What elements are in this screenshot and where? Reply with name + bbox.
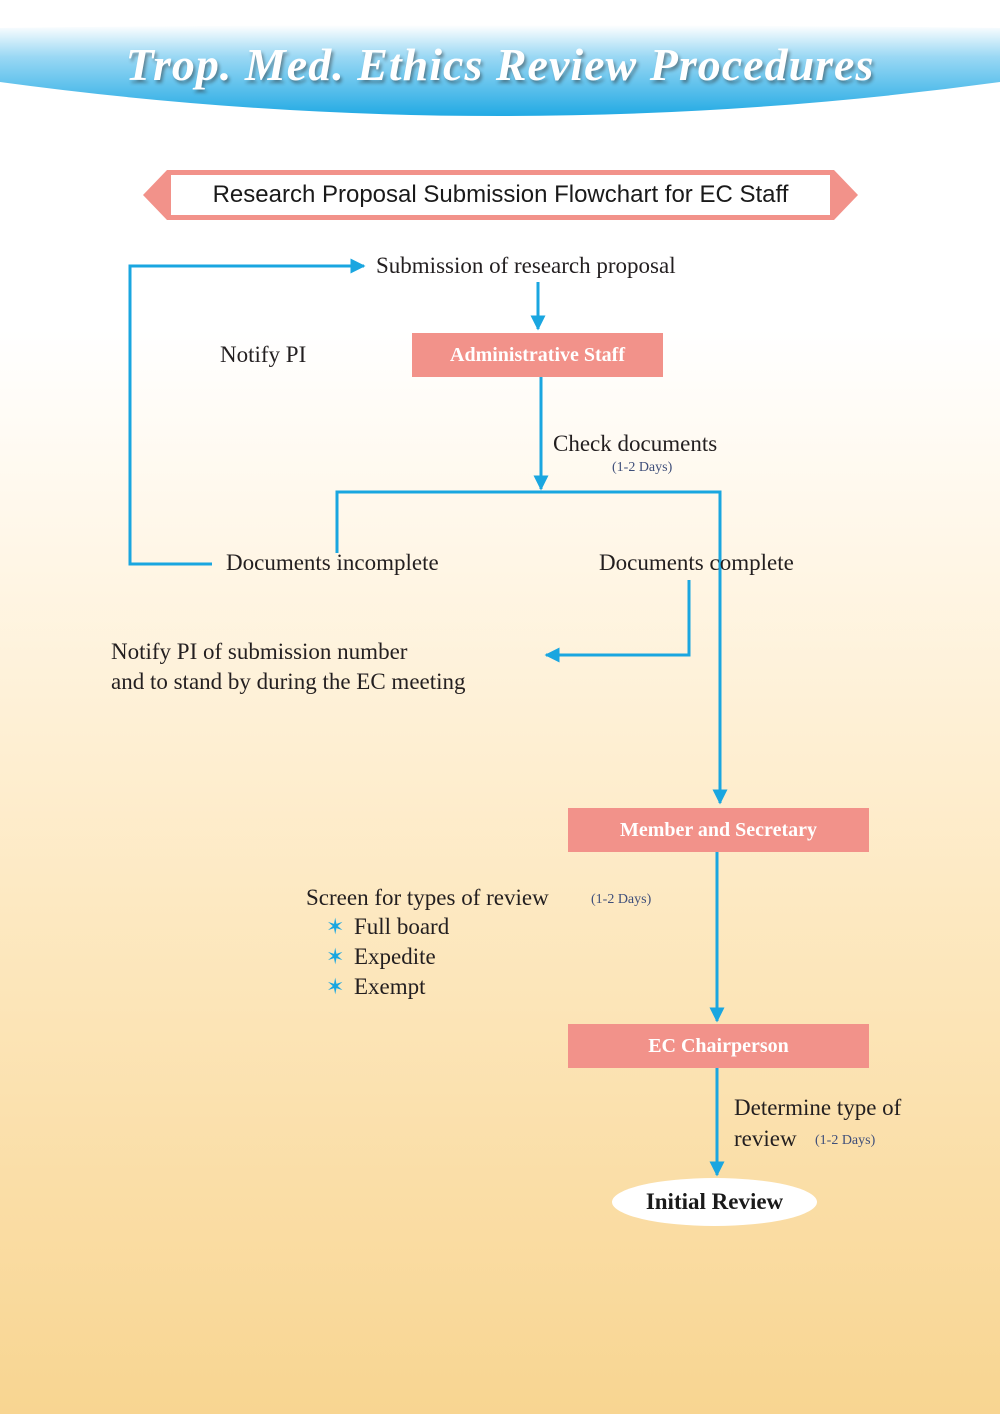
determine-type-duration: (1-2 Days) — [815, 1133, 876, 1148]
star-bullet-icon: ✶ — [326, 944, 345, 970]
review-type-item: ✶Full board — [326, 914, 450, 940]
star-bullet-icon: ✶ — [326, 974, 345, 1000]
review-type-item: ✶Expedite — [326, 944, 436, 970]
star-bullet-icon: ✶ — [326, 914, 345, 940]
determine-type-line1: Determine type of — [734, 1095, 902, 1120]
screen-types-duration: (1-2 Days) — [591, 892, 652, 907]
check-documents-label: Check documents — [553, 431, 718, 456]
notify-pi-label: Notify PI — [220, 342, 307, 367]
notify-submission-line2: and to stand by during the EC meeting — [111, 669, 466, 694]
check-documents-duration: (1-2 Days) — [612, 460, 673, 475]
initial-review-oval: Initial Review — [612, 1178, 817, 1226]
notify-submission-line1: Notify PI of submission number — [111, 639, 408, 664]
documents-incomplete-label: Documents incomplete — [226, 550, 439, 575]
flowchart-subtitle: Research Proposal Submission Flowchart f… — [212, 181, 789, 208]
header-banner — [0, 25, 1000, 116]
determine-type-line2: review — [734, 1126, 797, 1151]
screen-types-label: Screen for types of review — [306, 885, 549, 910]
review-types-list: ✶Full board ✶Expedite ✶Exempt — [326, 912, 449, 1002]
documents-complete-label: Documents complete — [599, 550, 794, 575]
submission-label: Submission of research proposal — [376, 253, 676, 278]
member-secretary-box: Member and Secretary — [568, 808, 869, 852]
page-title: Trop. Med. Ethics Review Procedures — [125, 39, 875, 90]
administrative-staff-box: Administrative Staff — [412, 333, 663, 377]
ec-chairperson-box: EC Chairperson — [568, 1024, 869, 1068]
review-type-item: ✶Exempt — [326, 974, 426, 1000]
flowchart-subtitle-banner: Research Proposal Submission Flowchart f… — [143, 170, 858, 220]
